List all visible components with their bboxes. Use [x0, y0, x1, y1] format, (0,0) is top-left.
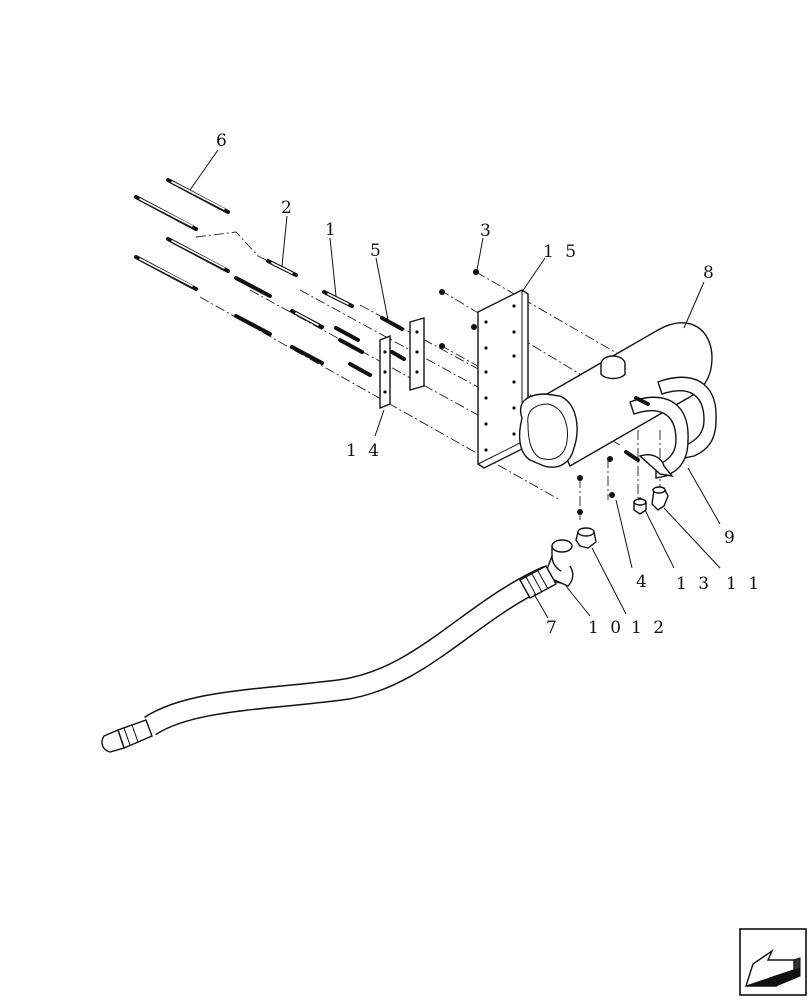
callout-labels: 6 2 1 5 3 1 5 8 1 4 9 4 1 3 1 1 7 1 0 1 …: [216, 131, 762, 638]
hose-assembly: [101, 565, 557, 753]
callout-7: 7: [546, 618, 560, 638]
long-bolt-group: [134, 178, 230, 291]
callout-14: 1 4: [346, 441, 382, 461]
fitting-group: [575, 486, 669, 549]
nut-group: [439, 269, 615, 515]
callout-11: 1 1: [726, 574, 762, 594]
callout-15: 1 5: [543, 242, 579, 262]
medium-bolt-group: [234, 259, 324, 365]
callout-9: 9: [724, 528, 738, 548]
callout-6: 6: [216, 131, 230, 151]
tank-body: [518, 322, 713, 468]
callout-1: 1: [325, 220, 339, 240]
page-arrow-icon[interactable]: [739, 928, 807, 996]
callout-2: 2: [281, 198, 295, 218]
callout-8: 8: [703, 263, 717, 283]
callout-4: 4: [636, 572, 650, 592]
strap-group: [624, 376, 717, 479]
callout-10: 1 0: [588, 618, 624, 638]
mounting-plate: [477, 289, 529, 469]
clamp-strip-group: [379, 317, 425, 410]
spacer-pin-group: [380, 316, 406, 361]
leader-lines: [189, 149, 721, 619]
short-bolt-group: [322, 290, 372, 377]
callout-12: 1 2: [631, 618, 667, 638]
callout-13: 1 3: [676, 574, 712, 594]
callout-5: 5: [370, 241, 384, 261]
callout-3: 3: [480, 221, 494, 241]
